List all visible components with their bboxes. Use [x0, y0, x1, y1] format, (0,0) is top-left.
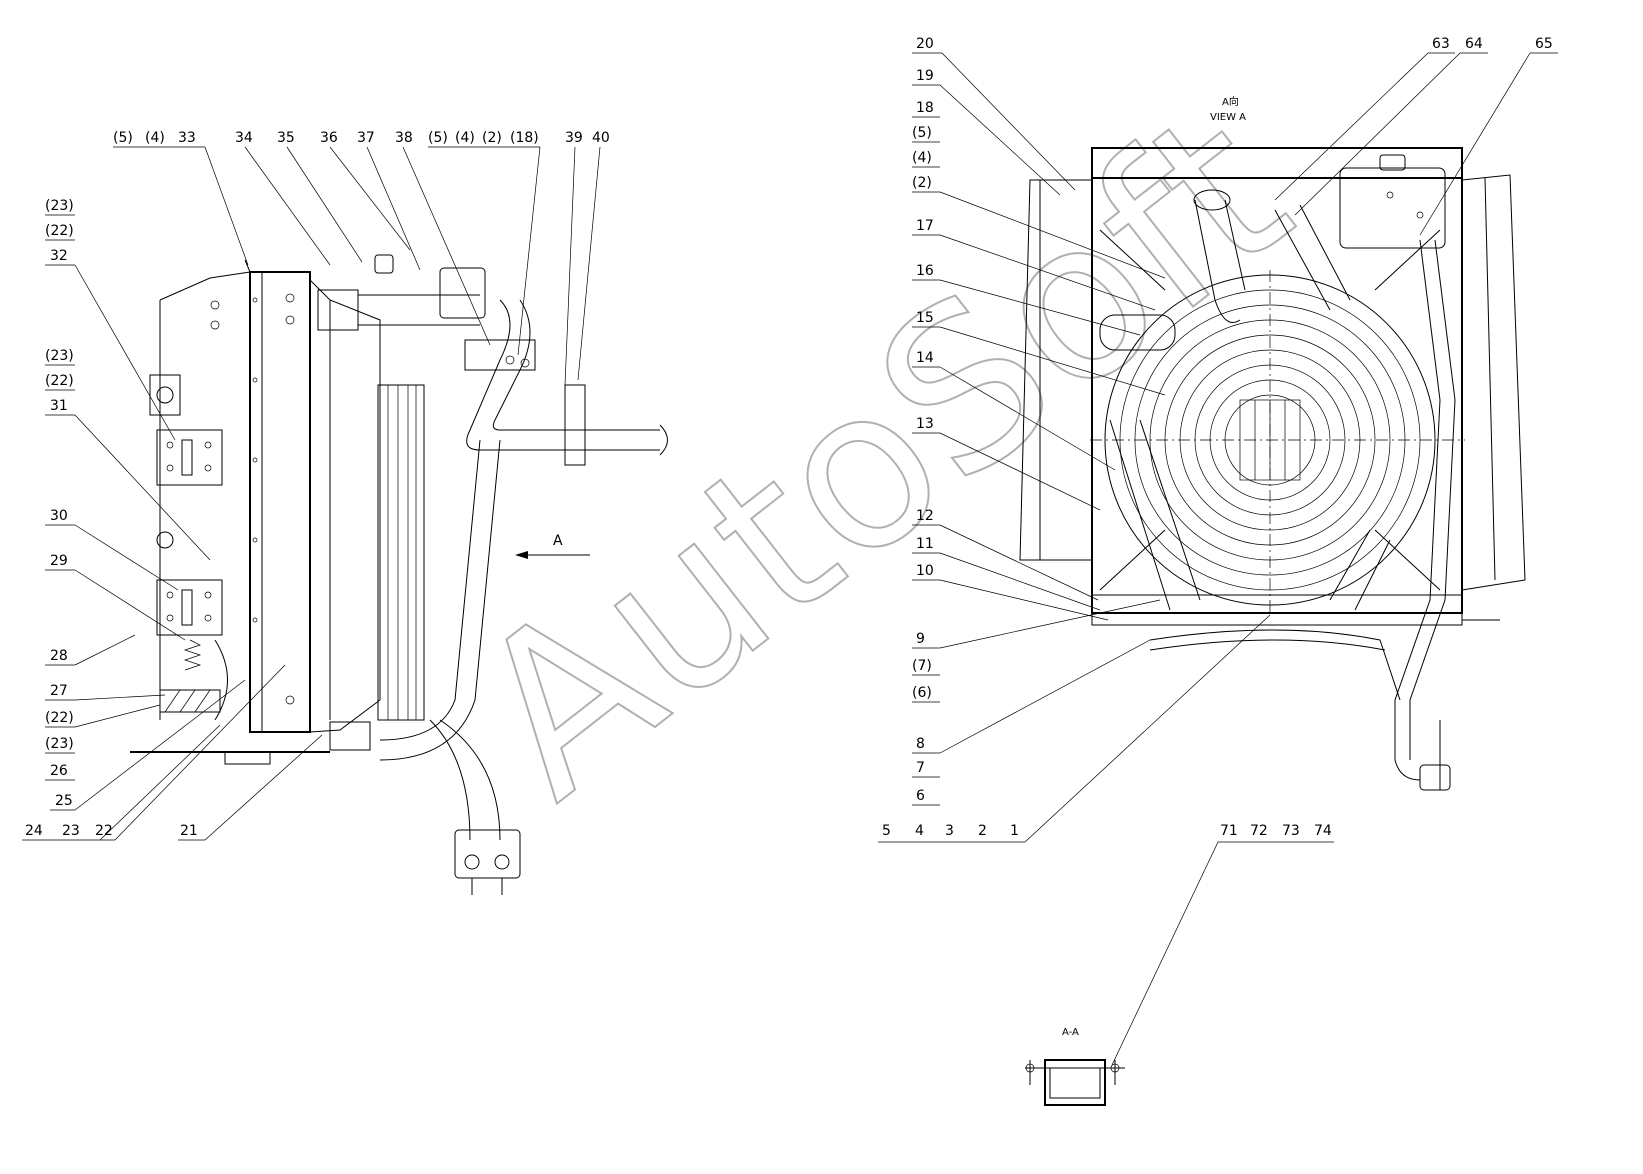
- callout-label: (7): [912, 658, 932, 674]
- callout-label: (22): [45, 710, 74, 726]
- right-side-labels: 19 18 (5) (4) (2) 17 16 15 14 13 12 11 1…: [912, 68, 1166, 806]
- callout-label: 23: [62, 823, 80, 839]
- callout-label: (2): [912, 175, 932, 191]
- callout-label: (5): [113, 130, 133, 146]
- callout-label: 4: [915, 823, 924, 839]
- right-top-labels: 20 63 64 65: [912, 36, 1558, 236]
- callout-label: 22: [95, 823, 113, 839]
- rubber-mount: [159, 689, 221, 713]
- section-a-a: A-A 71 72 73 74: [1025, 823, 1334, 1106]
- callout-label: (22): [45, 373, 74, 389]
- callout-label: 35: [277, 130, 295, 146]
- callout-label: 24: [25, 823, 43, 839]
- radiator-side-frame: [249, 271, 311, 733]
- callout-label: 63: [1432, 36, 1450, 52]
- hydraulic-bracket: [454, 829, 521, 879]
- callout-label: 27: [50, 683, 68, 699]
- callout-label: (18): [510, 130, 539, 146]
- callout-label: 73: [1282, 823, 1300, 839]
- left-top-labels: (5) (4) 33 34 35 36 37 38 (5) (4) (2) (1…: [113, 130, 610, 386]
- expansion-tank: [1339, 167, 1446, 249]
- callout-label: 30: [50, 508, 68, 524]
- callout-label: 18: [916, 100, 934, 116]
- callout-label: 72: [1250, 823, 1268, 839]
- callout-label: (23): [45, 198, 74, 214]
- section-title: A-A: [1062, 1027, 1079, 1038]
- callout-label: 13: [916, 416, 934, 432]
- callout-label: 8: [916, 736, 925, 752]
- callout-label: (5): [428, 130, 448, 146]
- callout-label: 64: [1465, 36, 1483, 52]
- left-side-labels: (23) (22) 32 (23) (22) 31 30 29 28 27 (2…: [45, 198, 211, 781]
- fan-guard: [1090, 270, 1465, 615]
- callout-label: 16: [916, 263, 934, 279]
- callout-label: 7: [916, 760, 925, 776]
- callout-label: 65: [1535, 36, 1553, 52]
- callout-label: 3: [945, 823, 954, 839]
- callout-label: (5): [912, 125, 932, 141]
- callout-label: (2): [482, 130, 502, 146]
- callout-label: 40: [592, 130, 610, 146]
- callout-label: 38: [395, 130, 413, 146]
- callout-label: (4): [145, 130, 165, 146]
- callout-label: (4): [455, 130, 475, 146]
- view-arrow-label: A: [553, 533, 563, 549]
- callout-label: 26: [50, 763, 68, 779]
- callout-label: 6: [916, 788, 925, 804]
- lower-hinge: [156, 579, 223, 636]
- upper-hinge: [156, 429, 223, 486]
- callout-label: 25: [55, 793, 73, 809]
- callout-label: 36: [320, 130, 338, 146]
- callout-label: 1: [1010, 823, 1019, 839]
- right-bottom-labels: 5 4 3 2 1: [878, 614, 1271, 843]
- callout-label: 17: [916, 218, 934, 234]
- callout-label: 10: [916, 563, 934, 579]
- callout-label: 31: [50, 398, 68, 414]
- callout-label: 12: [916, 508, 934, 524]
- callout-label: (6): [912, 685, 932, 701]
- callout-label: (22): [45, 223, 74, 239]
- view-a-title-cn: A向: [1222, 95, 1239, 108]
- side-view: A: [130, 254, 668, 895]
- callout-label: 5: [882, 823, 891, 839]
- callout-label: 21: [180, 823, 198, 839]
- callout-label: 33: [178, 130, 196, 146]
- callout-label: 28: [50, 648, 68, 664]
- radiator-core-frame: [1091, 177, 1463, 614]
- left-bottom-labels: 25 24 23 22 21: [22, 664, 323, 841]
- callout-label: 2: [978, 823, 987, 839]
- callout-label: 39: [565, 130, 583, 146]
- callout-label: 14: [916, 350, 934, 366]
- view-arrow-head: [515, 551, 528, 559]
- callout-label: (4): [912, 150, 932, 166]
- callout-label: 37: [357, 130, 375, 146]
- callout-label: 34: [235, 130, 253, 146]
- callout-label: 29: [50, 553, 68, 569]
- callout-label: 32: [50, 248, 68, 264]
- callout-label: 20: [916, 36, 934, 52]
- callout-label: (23): [45, 736, 74, 752]
- callout-label: 15: [916, 310, 934, 326]
- callout-label: 71: [1220, 823, 1238, 839]
- view-a-title-en: VIEW A: [1210, 112, 1246, 123]
- callout-label: 74: [1314, 823, 1332, 839]
- callout-label: 19: [916, 68, 934, 84]
- callout-label: 9: [916, 631, 925, 647]
- front-view-a: A向 VIEW A: [1019, 95, 1526, 791]
- callout-label: (23): [45, 348, 74, 364]
- callout-label: 11: [916, 536, 934, 552]
- section-clamp: [1044, 1059, 1106, 1106]
